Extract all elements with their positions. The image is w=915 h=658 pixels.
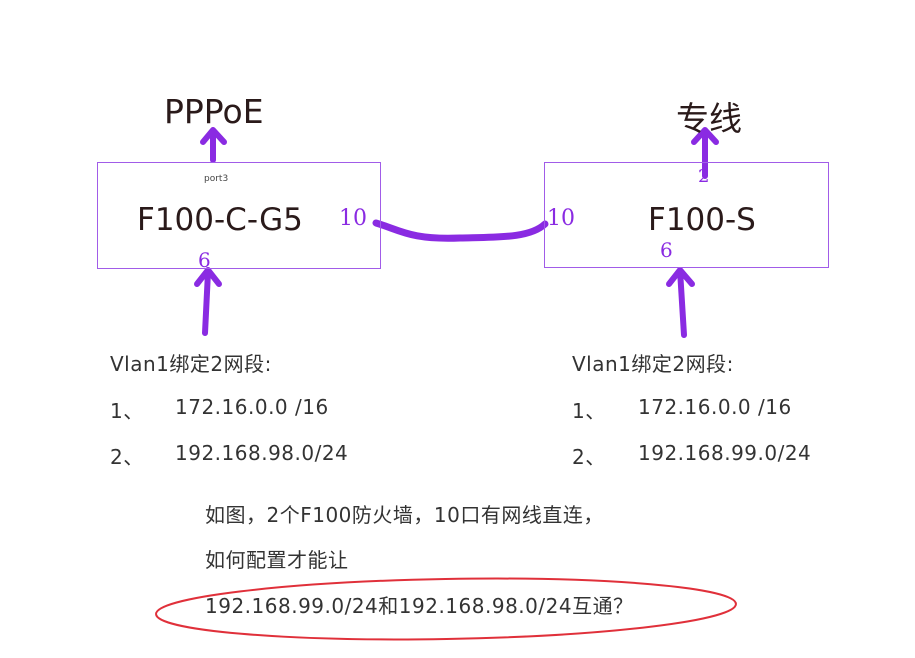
device-name-left: F100-C-G5 (137, 202, 303, 238)
question-line-1: 如图，2个F100防火墙，10口有网线直连， (205, 503, 604, 527)
arrow-up-zhuanxian (691, 127, 719, 179)
arrow-up-pppoe (200, 127, 227, 163)
right-subnet-index-2: 2、 (572, 445, 606, 469)
left-port-6: 6 (198, 248, 211, 272)
question-line-3: 192.168.99.0/24和192.168.98.0/24互通？ (205, 594, 634, 618)
pppoe-label: PPPoE (164, 92, 264, 131)
device-box-left (97, 162, 381, 269)
link-cable (372, 219, 549, 242)
right-port-2: 2 (698, 166, 710, 187)
right-subnet-2: 192.168.99.0/24 (638, 441, 812, 465)
highlight-ellipse (155, 577, 737, 641)
right-subnet-index-1: 1、 (572, 399, 606, 423)
right-port-10: 10 (547, 206, 575, 231)
device-box-right (544, 162, 829, 268)
right-vlan-title: Vlan1绑定2网段: (572, 352, 734, 376)
left-subnet-index-2: 2、 (110, 445, 144, 469)
left-subnet-1: 172.16.0.0 /16 (175, 395, 329, 419)
left-subnet-2: 192.168.98.0/24 (175, 441, 349, 465)
arrow-up-right-lan (666, 267, 695, 338)
port3-label: port3 (204, 174, 229, 184)
dedicated-line-label: 专线 (676, 99, 742, 138)
device-name-right: F100-S (648, 202, 756, 238)
arrow-up-left-lan (194, 267, 222, 336)
right-port-6: 6 (660, 238, 673, 262)
right-subnet-1: 172.16.0.0 /16 (638, 395, 792, 419)
left-port-10: 10 (339, 206, 367, 231)
question-line-2: 如何配置才能让 (205, 548, 349, 572)
left-subnet-index-1: 1、 (110, 399, 144, 423)
left-vlan-title: Vlan1绑定2网段: (110, 352, 272, 376)
